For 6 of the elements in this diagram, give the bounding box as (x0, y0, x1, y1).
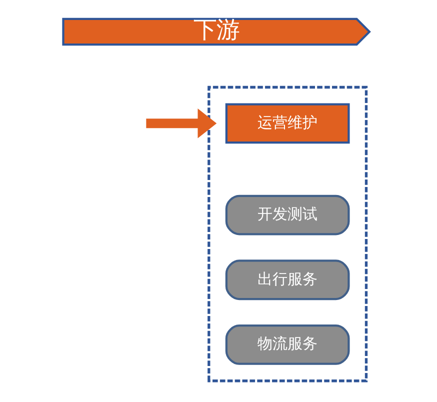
node-box: 物流服务 (224, 324, 350, 365)
cluster (207, 86, 368, 382)
node-box: 运营维护 (224, 103, 350, 144)
node-box: 出行服务 (224, 260, 350, 300)
arrow (146, 108, 216, 138)
node-box: 开发测试 (224, 194, 350, 236)
